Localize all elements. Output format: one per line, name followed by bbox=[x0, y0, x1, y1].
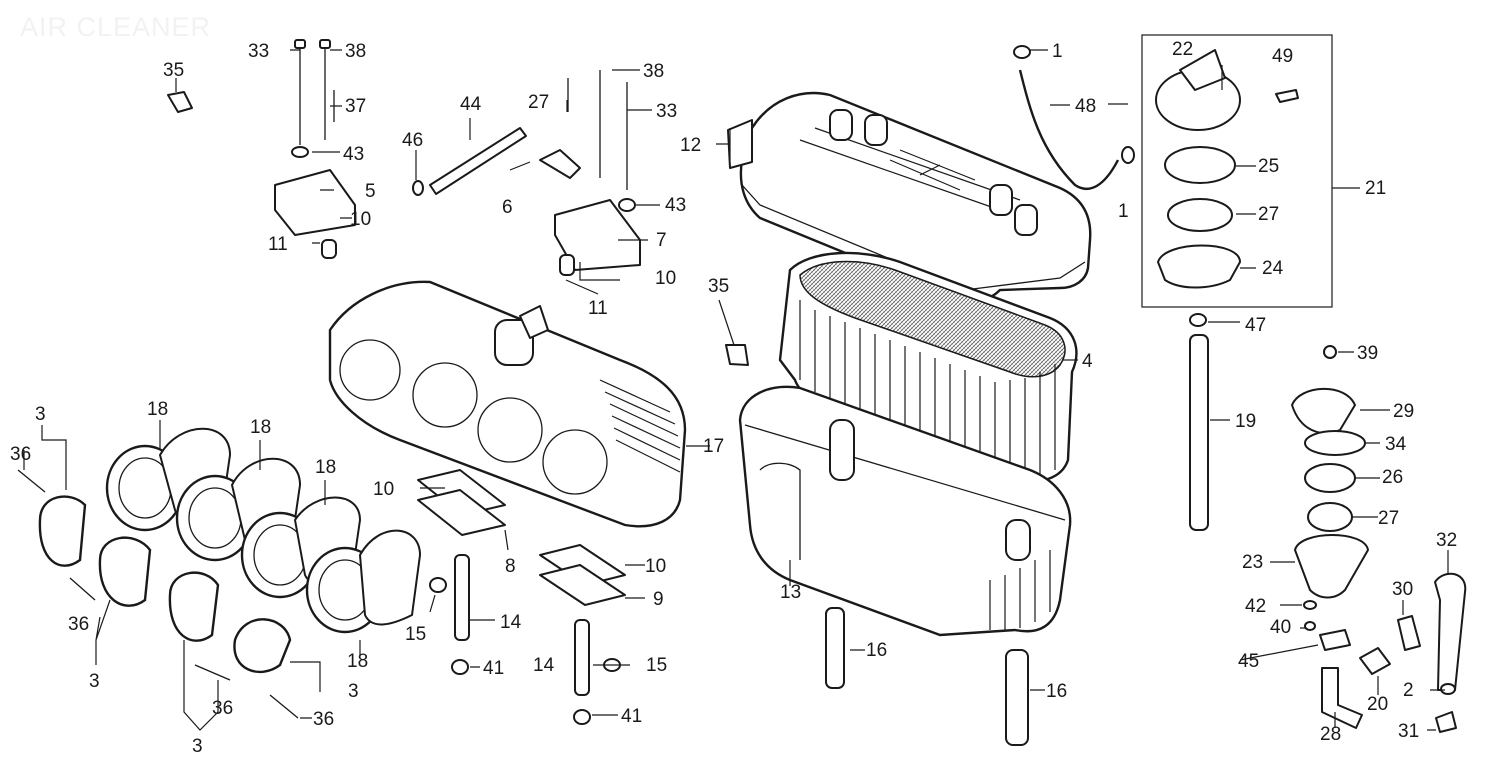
diagram-title: AIR CLEANER bbox=[20, 12, 212, 42]
label-41: 41 bbox=[483, 658, 504, 679]
label-2: 2 bbox=[1403, 680, 1414, 701]
label-37: 37 bbox=[345, 96, 366, 117]
label-1: 1 bbox=[1118, 201, 1129, 222]
label-49: 49 bbox=[1272, 46, 1293, 67]
label-22: 22 bbox=[1172, 39, 1193, 60]
label-38: 38 bbox=[643, 61, 664, 82]
label-33: 33 bbox=[248, 41, 269, 62]
label-43: 43 bbox=[343, 144, 364, 165]
label-7: 7 bbox=[656, 230, 667, 251]
label-3: 3 bbox=[35, 404, 46, 425]
label-40: 40 bbox=[1270, 617, 1291, 638]
label-8: 8 bbox=[505, 556, 516, 577]
leader-lines bbox=[23, 49, 1449, 731]
label-15: 15 bbox=[405, 624, 426, 645]
label-14: 14 bbox=[500, 612, 522, 633]
label-3: 3 bbox=[89, 671, 100, 692]
label-18: 18 bbox=[147, 399, 168, 420]
intake-joints bbox=[105, 427, 421, 634]
label-36: 36 bbox=[313, 709, 334, 730]
air-filter-element bbox=[778, 251, 1078, 483]
label-23: 23 bbox=[1242, 552, 1263, 573]
label-20: 20 bbox=[1367, 694, 1388, 715]
label-35: 35 bbox=[708, 276, 729, 297]
label-3: 3 bbox=[192, 736, 203, 757]
label-48: 48 bbox=[1075, 96, 1096, 117]
label-16: 16 bbox=[1046, 681, 1067, 702]
label-44: 44 bbox=[460, 94, 482, 115]
label-11: 11 bbox=[268, 234, 288, 255]
label-1: 1 bbox=[1052, 41, 1063, 62]
label-10: 10 bbox=[655, 268, 676, 289]
label-15: 15 bbox=[646, 655, 667, 676]
air-cleaner-cover bbox=[727, 91, 1092, 304]
label-42: 42 bbox=[1245, 596, 1266, 617]
label-36: 36 bbox=[212, 698, 233, 719]
label-3: 3 bbox=[348, 681, 359, 702]
callout-labels: 1 1 2 3 3 3 3 4 5 6 7 8 9 10 10 10 10 11… bbox=[10, 39, 1457, 757]
label-18: 18 bbox=[315, 457, 336, 478]
label-9: 9 bbox=[653, 589, 664, 610]
label-43: 43 bbox=[665, 195, 686, 216]
label-10: 10 bbox=[350, 209, 371, 230]
label-18: 18 bbox=[347, 651, 368, 672]
label-4: 4 bbox=[1082, 351, 1093, 372]
label-10: 10 bbox=[373, 479, 394, 500]
label-10: 10 bbox=[645, 556, 666, 577]
label-28: 28 bbox=[1320, 724, 1341, 745]
label-12: 12 bbox=[680, 135, 701, 156]
label-21: 21 bbox=[1365, 178, 1386, 199]
label-16: 16 bbox=[866, 640, 887, 661]
label-39: 39 bbox=[1357, 343, 1378, 364]
air-cleaner-case bbox=[738, 385, 1072, 637]
label-27: 27 bbox=[528, 92, 549, 113]
label-13: 13 bbox=[780, 582, 801, 603]
label-33: 33 bbox=[656, 101, 677, 122]
label-41: 41 bbox=[621, 706, 642, 727]
label-6: 6 bbox=[502, 197, 513, 218]
label-17: 17 bbox=[703, 436, 724, 457]
label-35: 35 bbox=[163, 60, 184, 81]
label-38: 38 bbox=[345, 41, 366, 62]
label-46: 46 bbox=[402, 130, 423, 151]
hose-clamps bbox=[38, 495, 292, 674]
label-14: 14 bbox=[533, 655, 555, 676]
label-27: 27 bbox=[1378, 508, 1399, 529]
label-11: 11 bbox=[588, 298, 608, 319]
label-25: 25 bbox=[1258, 156, 1279, 177]
label-47: 47 bbox=[1245, 315, 1266, 336]
label-32: 32 bbox=[1436, 530, 1457, 551]
label-34: 34 bbox=[1385, 434, 1407, 455]
small-hardware bbox=[17, 39, 1135, 746]
label-31: 31 bbox=[1398, 721, 1419, 742]
label-27: 27 bbox=[1258, 204, 1279, 225]
label-30: 30 bbox=[1392, 579, 1413, 600]
label-18: 18 bbox=[250, 417, 271, 438]
label-5: 5 bbox=[365, 181, 376, 202]
label-26: 26 bbox=[1382, 467, 1403, 488]
breather-assembly bbox=[1141, 34, 1467, 733]
label-19: 19 bbox=[1235, 411, 1256, 432]
label-36: 36 bbox=[10, 444, 31, 465]
intake-chamber bbox=[328, 280, 687, 528]
label-36: 36 bbox=[68, 614, 89, 635]
label-29: 29 bbox=[1393, 401, 1414, 422]
label-24: 24 bbox=[1262, 258, 1284, 279]
label-45: 45 bbox=[1238, 651, 1259, 672]
